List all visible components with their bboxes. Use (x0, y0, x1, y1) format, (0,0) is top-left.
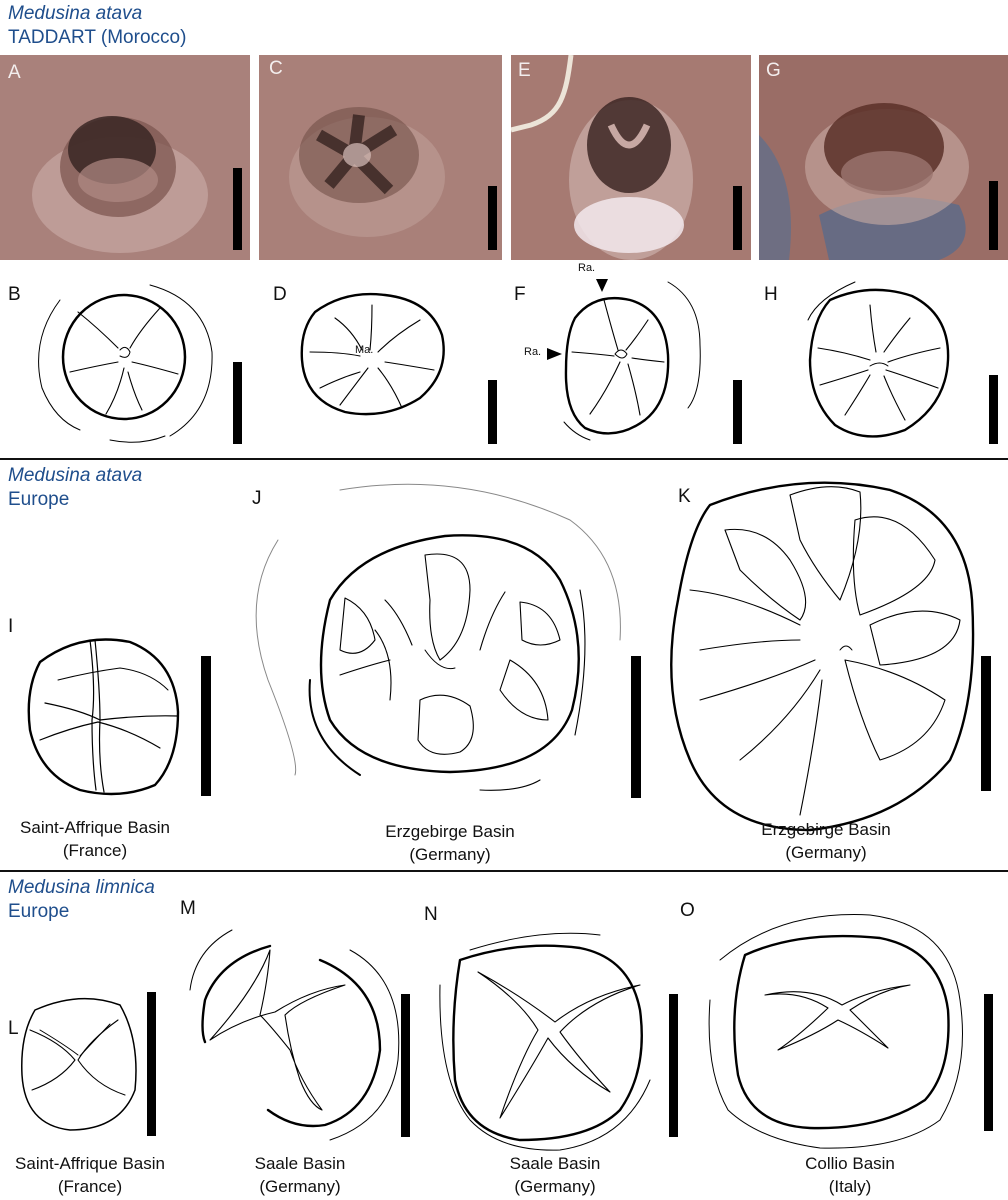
caption-line: (Germany) (514, 1177, 596, 1196)
caption-line: (Germany) (409, 845, 491, 864)
scale-bar-g (989, 181, 998, 250)
caption-line: Saint-Affrique Basin (20, 818, 170, 837)
annotation-margin: Ma. (355, 344, 374, 356)
region-name: Europe (8, 901, 70, 922)
caption-i: Saint-Affrique Basin (France) (0, 816, 190, 862)
panel-label-i: I (8, 616, 14, 637)
scale-bar-i (201, 656, 211, 796)
panel-label-m: M (180, 898, 196, 919)
drawing-i (27, 638, 180, 796)
scale-bar-o (984, 994, 993, 1131)
scale-bar-f (733, 380, 742, 444)
drawing-h (807, 281, 950, 438)
section-title-taddart: Medusina atava TADDART (Morocco) (8, 2, 186, 50)
section-divider (0, 458, 1008, 460)
section-divider (0, 870, 1008, 872)
scale-bar-n (669, 994, 678, 1137)
drawing-m (189, 929, 400, 1141)
scale-bar-m (401, 994, 410, 1137)
caption-o: Collio Basin (Italy) (770, 1152, 930, 1198)
scale-bar-k (981, 656, 991, 791)
panel-label-j: J (252, 488, 262, 509)
scale-bar-e (733, 186, 742, 250)
caption-line: Collio Basin (805, 1154, 895, 1173)
panel-label-l: L (8, 1018, 19, 1039)
panel-label-b: B (8, 284, 21, 305)
species-name: Medusina limnica (8, 877, 155, 898)
caption-line: (France) (57, 1177, 123, 1196)
scale-bar-h (989, 375, 998, 444)
photo-a (0, 55, 250, 260)
drawing-f (547, 279, 701, 441)
caption-line: Saale Basin (254, 1154, 346, 1173)
scale-bar-l (147, 992, 156, 1136)
caption-line: (Italy) (828, 1177, 872, 1196)
caption-k: Erzgebirge Basin (Germany) (716, 818, 936, 864)
caption-line: Erzgebirge Basin (385, 822, 515, 841)
scale-bar-a (233, 168, 242, 250)
caption-line: (Germany) (785, 843, 867, 862)
panel-label-d: D (273, 284, 287, 305)
caption-line: Saint-Affrique Basin (15, 1154, 165, 1173)
scale-bar-d (488, 380, 497, 444)
panel-label-o: O (680, 900, 695, 921)
drawing-o (708, 914, 963, 1149)
caption-line: (Germany) (259, 1177, 341, 1196)
caption-n: Saale Basin (Germany) (475, 1152, 635, 1198)
drawing-n (439, 932, 651, 1151)
drawing-l (21, 997, 137, 1131)
scale-bar-b (233, 362, 242, 444)
photo-g (759, 55, 1008, 260)
drawing-k (670, 481, 975, 832)
panel-label-a: A (8, 62, 21, 83)
caption-line: Saale Basin (509, 1154, 601, 1173)
drawing-d (300, 292, 445, 416)
panel-label-g: G (766, 60, 781, 81)
region-name: TADDART (Morocco) (8, 27, 187, 48)
panel-label-e: E (518, 60, 531, 81)
panel-label-c: C (269, 58, 283, 79)
panel-label-h: H (764, 284, 778, 305)
photo-c (259, 55, 502, 260)
scale-bar-c (488, 186, 497, 250)
section-title-europe-atava: Medusina atava Europe (8, 464, 142, 512)
section-title-europe-limnica: Medusina limnica Europe (8, 876, 155, 924)
species-name: Medusina atava (8, 3, 143, 24)
photo-e (511, 55, 751, 260)
scale-bar-j (631, 656, 641, 798)
caption-line: Erzgebirge Basin (761, 820, 891, 839)
annotation-radial-left: Ra. (524, 346, 542, 358)
drawing-j (255, 483, 621, 791)
caption-m: Saale Basin (Germany) (220, 1152, 380, 1198)
panel-label-k: K (678, 486, 691, 507)
species-name: Medusina atava (8, 465, 143, 486)
caption-line: (France) (62, 841, 128, 860)
annotation-radial-top: Ra. (578, 262, 596, 274)
region-name: Europe (8, 489, 70, 510)
caption-j: Erzgebirge Basin (Germany) (340, 820, 560, 866)
panel-label-f: F (514, 284, 526, 305)
caption-l: Saint-Affrique Basin (France) (0, 1152, 180, 1198)
panel-label-n: N (424, 904, 438, 925)
drawing-b (38, 284, 213, 443)
